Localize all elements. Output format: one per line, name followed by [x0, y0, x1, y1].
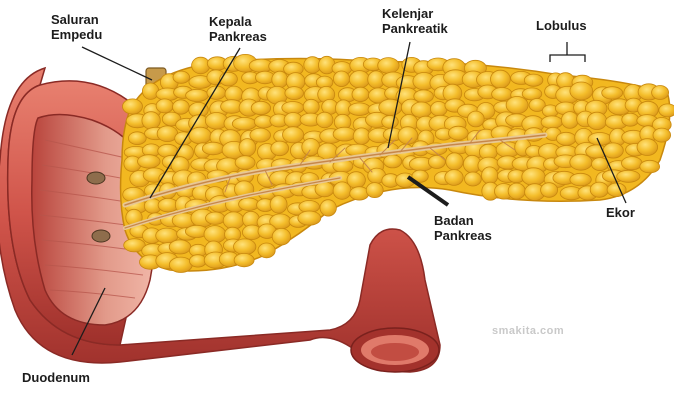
lobule	[491, 70, 511, 88]
lobule	[283, 127, 304, 143]
lobule	[142, 112, 160, 130]
lobule	[235, 156, 255, 170]
lobule	[448, 126, 468, 140]
label-lobulus: Lobulus	[536, 18, 587, 33]
lobule	[398, 127, 418, 145]
lobule	[206, 212, 225, 224]
lobule	[272, 71, 288, 88]
lobule	[430, 102, 447, 117]
label-duodenum: Duodenum	[22, 370, 90, 385]
lobule	[232, 117, 256, 130]
lobule	[366, 183, 383, 198]
lobule	[302, 139, 320, 156]
lobule	[603, 143, 623, 158]
lobule	[282, 102, 304, 114]
lobule	[204, 226, 226, 243]
lobule	[251, 101, 270, 114]
lobule	[602, 87, 623, 99]
lobule	[173, 100, 190, 114]
label-kepala-pankreas: Kepala Pankreas	[209, 14, 267, 44]
label-kelenjar-pankreatik: Kelenjar Pankreatik	[382, 6, 448, 36]
lobule	[482, 167, 498, 184]
lobule	[239, 139, 256, 157]
lobule	[617, 170, 640, 182]
lobule	[271, 141, 289, 156]
lobule	[508, 183, 525, 199]
lobule	[384, 155, 402, 168]
lobule	[352, 87, 369, 101]
lobule	[378, 58, 399, 74]
lobule	[192, 57, 210, 74]
lobule	[333, 127, 356, 141]
lobule	[570, 82, 593, 100]
lobule	[659, 104, 674, 117]
lobule	[128, 132, 146, 145]
lobule	[189, 127, 211, 144]
lobule	[590, 182, 608, 197]
lobule	[303, 99, 319, 114]
lobule	[173, 71, 190, 83]
lobule	[640, 160, 660, 173]
lobule	[315, 182, 334, 197]
lobule	[556, 132, 576, 145]
lobule	[285, 87, 304, 100]
lobule	[258, 243, 275, 258]
lobule	[637, 139, 658, 156]
lobule	[284, 113, 302, 128]
lobule	[570, 173, 591, 186]
lobule	[522, 88, 542, 100]
lobule	[320, 200, 336, 216]
lobule	[202, 142, 224, 155]
lobule	[234, 253, 254, 266]
lobule	[428, 155, 445, 168]
lobule	[239, 198, 259, 211]
lobule	[541, 183, 558, 198]
lobule	[587, 112, 606, 129]
lobule	[272, 228, 290, 245]
lobule	[541, 116, 562, 129]
lobule	[270, 196, 287, 214]
lobule	[467, 111, 484, 127]
lobule	[220, 72, 238, 86]
lobule	[522, 168, 545, 186]
lobule	[250, 128, 271, 142]
label-ekor: Ekor	[606, 205, 635, 220]
lobule	[333, 182, 351, 199]
lobule	[223, 212, 244, 229]
lobule	[446, 153, 463, 170]
lobule	[506, 97, 528, 114]
lobule	[561, 112, 578, 129]
lobule	[186, 89, 209, 101]
lobule	[622, 113, 639, 126]
lobule	[570, 154, 592, 170]
lobule	[169, 257, 192, 272]
watermark: smakita.com	[492, 325, 564, 337]
label-saluran-empedu: Saluran Empedu	[51, 12, 102, 42]
lobule	[653, 128, 671, 142]
lobule	[234, 239, 256, 255]
lobule	[524, 74, 543, 86]
lobule	[465, 172, 482, 186]
lobule	[411, 102, 432, 118]
lobule	[138, 155, 161, 168]
lobule	[382, 116, 399, 129]
label-badan-pankreas: Badan Pankreas	[434, 213, 492, 243]
lobule	[298, 211, 321, 225]
lobule	[156, 99, 173, 113]
lobule	[445, 170, 463, 186]
lobule	[316, 112, 333, 128]
lobule	[169, 240, 191, 254]
lobule	[622, 157, 643, 170]
lobule	[652, 86, 669, 100]
lobule	[353, 128, 370, 145]
lobule	[348, 103, 370, 116]
lobule	[349, 71, 369, 88]
lobule	[142, 83, 158, 99]
lobule	[123, 99, 143, 114]
lobule	[607, 183, 626, 197]
lobule	[333, 71, 349, 87]
